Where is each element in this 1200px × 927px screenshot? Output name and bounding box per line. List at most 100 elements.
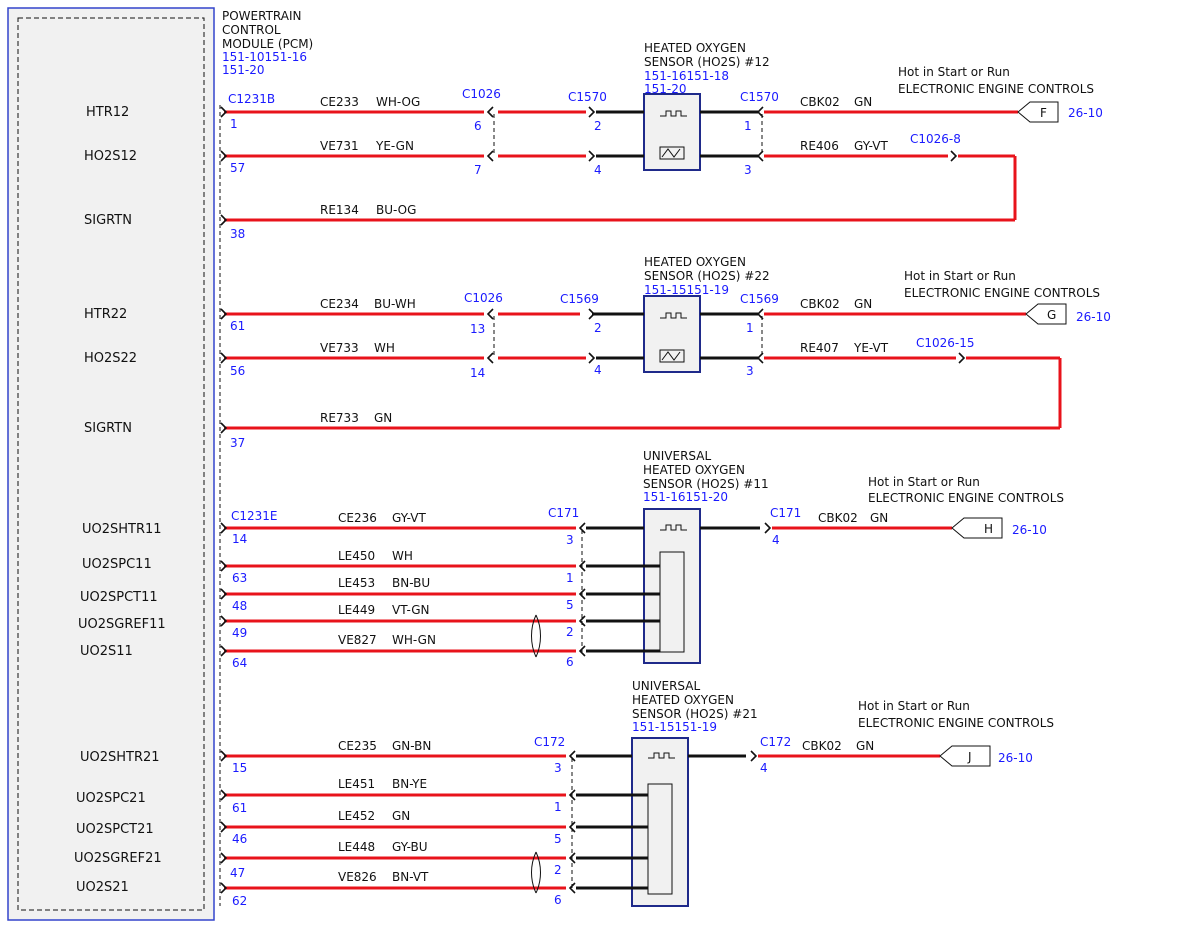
inline-pin: 14 xyxy=(470,366,485,380)
connector-chevron-icon xyxy=(486,352,494,364)
connector-chevron-icon xyxy=(750,750,758,762)
signal-name: UO2SPC11 xyxy=(82,557,152,572)
circuit-id: CE233 xyxy=(320,95,359,109)
pcm-pin: 47 xyxy=(230,866,245,880)
signal-name: UO2SPCT21 xyxy=(76,822,154,837)
page-ref-flag xyxy=(1025,303,1067,325)
connector-chevron-icon xyxy=(568,821,576,833)
pcm-pin: 62 xyxy=(232,894,247,908)
connector-chevron-icon xyxy=(220,522,228,534)
connector-chevron-icon xyxy=(578,588,586,600)
wire-color: WH-OG xyxy=(376,95,420,109)
sensor-title: SENSOR (HO2S) #12 xyxy=(644,55,770,69)
sensor-cell-icon xyxy=(647,783,673,895)
inline-pin: 13 xyxy=(470,322,485,336)
inline-pin: 6 xyxy=(474,119,482,133)
uho2s-21-sensor-box xyxy=(631,737,689,907)
page-ref-flag xyxy=(939,745,991,767)
sensor-pin: 3 xyxy=(554,761,562,775)
page-ref-letter: F xyxy=(1040,106,1047,120)
pcm-pin: 46 xyxy=(232,832,247,846)
wire-color: GY-BU xyxy=(392,840,428,854)
connector-chevron-icon xyxy=(220,615,228,627)
pcm-module-box xyxy=(7,7,215,921)
connector-chevron-icon xyxy=(756,352,764,364)
circuit-id: VE826 xyxy=(338,870,377,884)
sensor-connector-id: C1570 xyxy=(740,90,779,104)
sensor-pin: 3 xyxy=(744,163,752,177)
wire-color: BU-WH xyxy=(374,297,416,311)
connector-chevron-icon xyxy=(220,560,228,572)
sensor-pin: 2 xyxy=(594,321,602,335)
page-ref-number: 26-10 xyxy=(998,751,1033,765)
signal-name: HO2S12 xyxy=(84,149,137,164)
sensor-pin: 5 xyxy=(566,598,574,612)
sensor-pin: 2 xyxy=(566,625,574,639)
sensor-connector-id: C172 xyxy=(534,735,565,749)
power-source-label: ELECTRONIC ENGINE CONTROLS xyxy=(898,82,1094,96)
circuit-id: RE134 xyxy=(320,203,359,217)
pcm-pin: 61 xyxy=(232,801,247,815)
power-source-label: Hot in Start or Run xyxy=(904,269,1016,283)
connector-chevron-icon xyxy=(220,214,228,226)
connector-chevron-icon xyxy=(568,852,576,864)
circuit-id: VE827 xyxy=(338,633,377,647)
connector-chevron-icon xyxy=(220,422,228,434)
sensor-title: HEATED OXYGEN xyxy=(643,463,745,477)
heater-element-icon xyxy=(660,524,687,531)
sensor-pin: 2 xyxy=(594,119,602,133)
signal-name: UO2SHTR21 xyxy=(80,750,160,765)
circuit-id: CE236 xyxy=(338,511,377,525)
connector-chevron-icon xyxy=(764,522,772,534)
connector-chevron-icon xyxy=(220,821,228,833)
pcm-pin: 48 xyxy=(232,599,247,613)
pcm-pin: 63 xyxy=(232,571,247,585)
connector-chevron-icon xyxy=(958,352,966,364)
sensor-ref: 151-15151-19 xyxy=(632,720,717,734)
connector-chevron-icon xyxy=(756,308,764,320)
power-source-label: ELECTRONIC ENGINE CONTROLS xyxy=(858,716,1054,730)
connector-chevron-icon xyxy=(756,150,764,162)
power-source-label: Hot in Start or Run xyxy=(898,65,1010,79)
connector-chevron-icon xyxy=(220,852,228,864)
pcm-pin: 49 xyxy=(232,626,247,640)
sensor-ref: 151-15151-19 xyxy=(644,283,729,297)
wire-color: GY-VT xyxy=(392,511,426,525)
page-ref-number: 26-10 xyxy=(1068,106,1103,120)
page-ref-flag xyxy=(951,517,1003,539)
power-source-label: ELECTRONIC ENGINE CONTROLS xyxy=(868,491,1064,505)
sensor-title: UNIVERSAL xyxy=(632,679,700,693)
signal-name: HTR22 xyxy=(84,307,127,322)
section-ho2s-12: HEATED OXYGEN SENSOR (HO2S) #12 151-1615… xyxy=(84,41,1103,241)
wire-color: GN xyxy=(374,411,392,425)
pcm-title-line: CONTROL xyxy=(222,23,281,37)
inline-connector-id: C1026 xyxy=(464,291,503,305)
signal-name: UO2SGREF21 xyxy=(74,851,162,866)
ho2s-12-sensor-box xyxy=(643,93,701,171)
sensor-pin: 1 xyxy=(744,119,752,133)
wire-color: BN-BU xyxy=(392,576,430,590)
sensor-element-icon xyxy=(659,349,685,363)
signal-name: UO2S21 xyxy=(76,880,129,895)
connector-chevron-icon xyxy=(486,106,494,118)
connector-chevron-icon xyxy=(568,750,576,762)
signal-name: HO2S22 xyxy=(84,351,137,366)
inline-pin: 7 xyxy=(474,163,482,177)
pcm-title-line: MODULE (PCM) xyxy=(222,37,313,51)
wire-color: GN xyxy=(854,95,872,109)
pcm-pin: 14 xyxy=(232,532,247,546)
sensor-title: UNIVERSAL xyxy=(643,449,711,463)
signal-name: HTR12 xyxy=(86,105,129,120)
sensor-pin: 2 xyxy=(554,863,562,877)
connector-chevron-icon xyxy=(220,308,228,320)
wire-color: BN-YE xyxy=(392,777,427,791)
circuit-id: VE733 xyxy=(320,341,359,355)
signal-name: SIGRTN xyxy=(84,421,132,436)
circuit-id: LE453 xyxy=(338,576,375,590)
circuit-id: VE731 xyxy=(320,139,359,153)
connector-chevron-icon xyxy=(950,150,958,162)
sensor-pin: 4 xyxy=(594,163,602,177)
circuit-id: LE451 xyxy=(338,777,375,791)
sensor-pin: 3 xyxy=(746,364,754,378)
